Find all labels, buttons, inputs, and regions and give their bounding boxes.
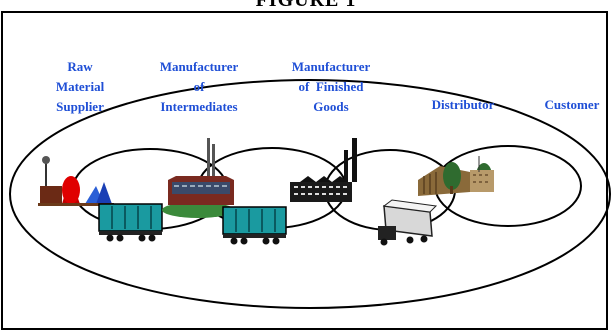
label-customer: Customer [530, 95, 612, 115]
label-line: Customer [544, 97, 600, 112]
distributor-warehouse-icon [418, 162, 494, 196]
raw-material-supplier-icon [38, 156, 114, 206]
label-line: Intermediates [160, 99, 238, 114]
label-line: Goods [313, 99, 349, 114]
figure-title: FIGURE 1 [255, 0, 357, 11]
label-line: Raw [67, 59, 93, 74]
label-line: Material [55, 79, 105, 94]
diagram-frame [1, 11, 608, 330]
delivery-truck-icon [378, 199, 438, 246]
label-line: of Finished [298, 79, 364, 94]
label-line: Supplier [56, 99, 104, 114]
finished-goods-factory-icon [290, 138, 357, 202]
label-distributor: Distributor [413, 95, 513, 115]
intermediates-factory-icon [162, 138, 234, 218]
supply-chain-outer-ellipse [9, 79, 611, 309]
label-raw-material-supplier: Raw Material Supplier [40, 57, 120, 117]
label-line: Manufacturer [159, 59, 239, 74]
label-line: Manufacturer [291, 59, 371, 74]
label-manufacturer-of-finished-goods: Manufacturer of Finished Goods [275, 57, 387, 117]
train-car-icon [222, 206, 287, 245]
label-line: Distributor [431, 97, 495, 112]
train-car-icon [98, 203, 163, 242]
label-manufacturer-of-intermediates: Manufacturer of Intermediates [143, 57, 255, 117]
label-line: of [193, 79, 205, 94]
